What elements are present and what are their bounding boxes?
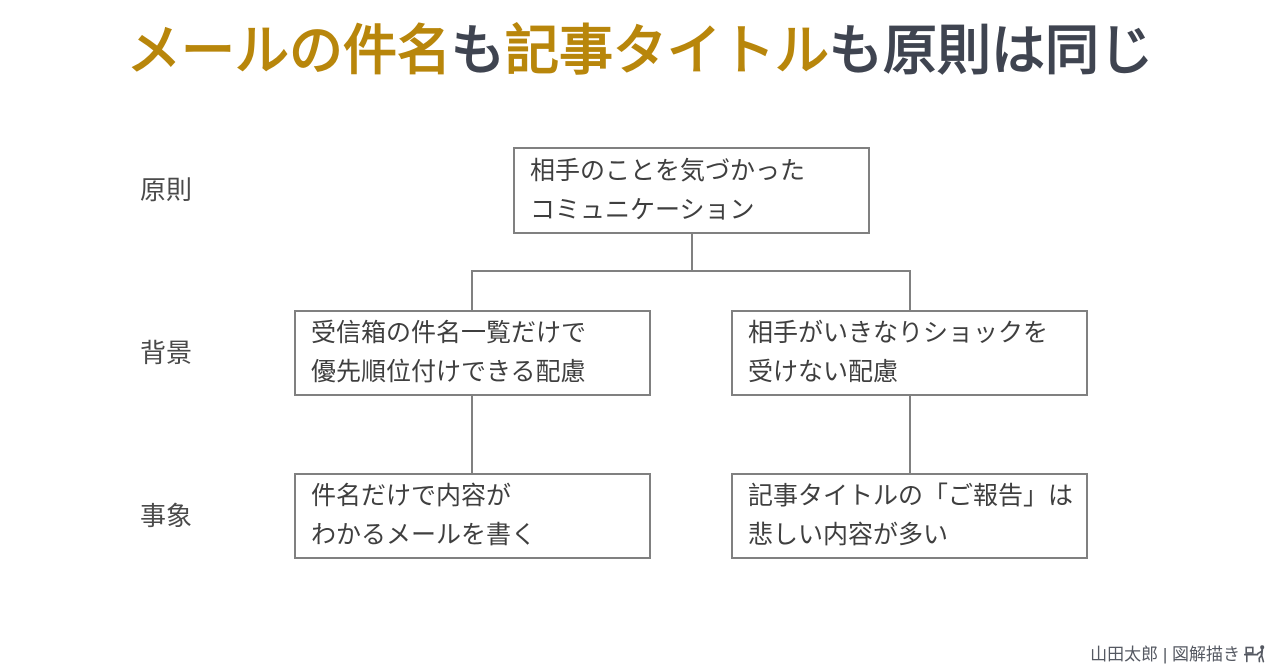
- node-background-left-line2: 優先順位付けできる配慮: [311, 358, 586, 386]
- page-title: メールの件名も記事タイトルも原則は同じ: [0, 16, 1280, 86]
- node-background-right: 相手がいきなりショックを 受けない配慮: [731, 310, 1088, 396]
- node-event-left-line1: 件名だけで内容が: [311, 482, 512, 510]
- node-event-right: 記事タイトルの「ご報告」は 悲しい内容が多い: [731, 473, 1088, 559]
- connector-right-mid-to-bottom: [909, 395, 911, 474]
- footer-credit: 山田太郎 | 図解描き: [1090, 640, 1268, 665]
- node-background-right-line2: 受けない配慮: [748, 358, 899, 386]
- node-principle-line2: コミュニケーション: [530, 195, 755, 224]
- node-event-right-line1: 記事タイトルの「ご報告」は: [748, 482, 1074, 510]
- connector-left-mid-to-bottom: [471, 395, 473, 474]
- node-background-left: 受信箱の件名一覧だけで 優先順位付けできる配慮: [294, 310, 651, 396]
- node-event-left: 件名だけで内容が わかるメールを書く: [294, 473, 651, 559]
- person-at-desk-icon: [1244, 644, 1265, 662]
- connector-top-vertical: [691, 233, 693, 271]
- node-principle-line1: 相手のことを気づかった: [530, 156, 806, 185]
- node-event-right-line2: 悲しい内容が多い: [748, 521, 949, 549]
- node-background-left-line1: 受信箱の件名一覧だけで: [311, 319, 587, 347]
- title-segment-same-principle: も原則は同じ: [829, 21, 1153, 81]
- connector-horizontal: [471, 270, 911, 272]
- title-segment-also-1: も: [451, 21, 505, 81]
- connector-left-drop: [471, 270, 473, 311]
- title-segment-article-title: 記事タイトル: [505, 21, 829, 81]
- node-event-left-line2: わかるメールを書く: [311, 521, 537, 549]
- row-label-background: 背景: [140, 338, 193, 368]
- node-principle: 相手のことを気づかった コミュニケーション: [513, 147, 870, 234]
- row-label-event: 事象: [140, 501, 193, 531]
- connector-right-drop: [909, 270, 911, 311]
- node-background-right-line1: 相手がいきなりショックを: [748, 319, 1049, 347]
- title-segment-mail-subject: メールの件名: [127, 21, 451, 81]
- row-label-principle: 原則: [140, 175, 193, 205]
- credit-text: 山田太郎 | 図解描き: [1090, 645, 1240, 664]
